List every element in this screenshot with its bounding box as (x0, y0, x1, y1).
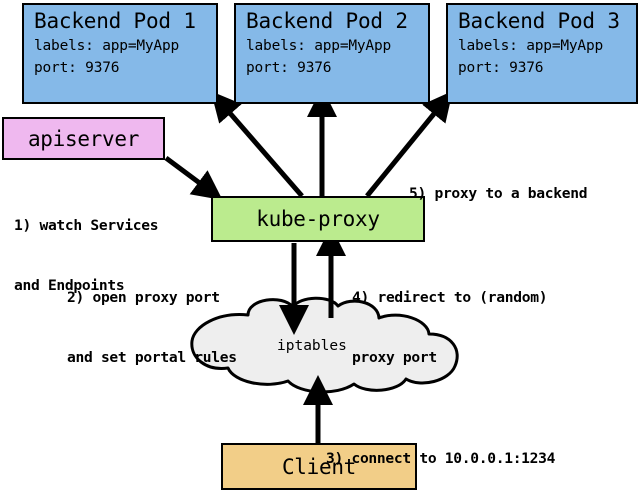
apiserver-box[interactable]: apiserver (2, 117, 165, 160)
iptables-cloud (190, 296, 459, 394)
backend-pod-3-title: Backend Pod 3 (458, 9, 620, 33)
backend-pod-1-labels: labels: app=MyApp (34, 38, 180, 54)
backend-pod-2-labels: labels: app=MyApp (246, 38, 392, 54)
step-2-line-2: and set portal rules (67, 349, 237, 366)
backend-pod-2-box[interactable]: Backend Pod 2 labels: app=MyApp port: 93… (234, 3, 430, 104)
step-1-line-2: and Endpoints (14, 277, 125, 294)
step-3-note: 3) connect to 10.0.0.1:1234 (326, 409, 555, 494)
backend-pod-1-title: Backend Pod 1 (34, 9, 196, 33)
backend-pod-3-box[interactable]: Backend Pod 3 labels: app=MyApp port: 93… (446, 3, 638, 104)
arrow-kubeproxy-to-pod1 (210, 91, 304, 198)
kube-proxy-label: kube-proxy (256, 207, 380, 231)
kube-proxy-box[interactable]: kube-proxy (211, 196, 425, 242)
step-1-note: 1) watch Services and Endpoints (14, 176, 159, 336)
step-2-line-1: 2) open proxy port (67, 289, 220, 306)
backend-pod-2-port: port: 9376 (246, 60, 332, 76)
iptables-label: iptables (277, 338, 347, 354)
arrow-kubeproxy-to-pod3 (365, 90, 453, 198)
client-box[interactable]: Client (221, 443, 417, 490)
step-4-line-1: 4) redirect to (random) (352, 289, 548, 306)
step-4-line-2: proxy port (352, 349, 437, 366)
backend-pod-3-port: port: 9376 (458, 60, 544, 76)
step-2-note: 2) open proxy port and set portal rules (67, 248, 237, 408)
backend-pod-1-box[interactable]: Backend Pod 1 labels: app=MyApp port: 93… (22, 3, 218, 104)
step-5-line-1: 5) proxy to a backend (409, 185, 588, 202)
arrow-apiserver-to-kubeproxy (164, 155, 223, 201)
backend-pod-2-title: Backend Pod 2 (246, 9, 408, 33)
backend-pod-3-labels: labels: app=MyApp (458, 38, 604, 54)
apiserver-label: apiserver (27, 126, 140, 151)
backend-pod-1-port: port: 9376 (34, 60, 120, 76)
step-4-note: 4) redirect to (random) proxy port (352, 248, 547, 408)
step-3-line-1: 3) connect to 10.0.0.1:1234 (326, 450, 556, 467)
step-1-line-1: 1) watch Services (14, 217, 159, 234)
step-5-note: 5) proxy to a backend (409, 144, 588, 244)
client-label: Client (281, 454, 357, 479)
